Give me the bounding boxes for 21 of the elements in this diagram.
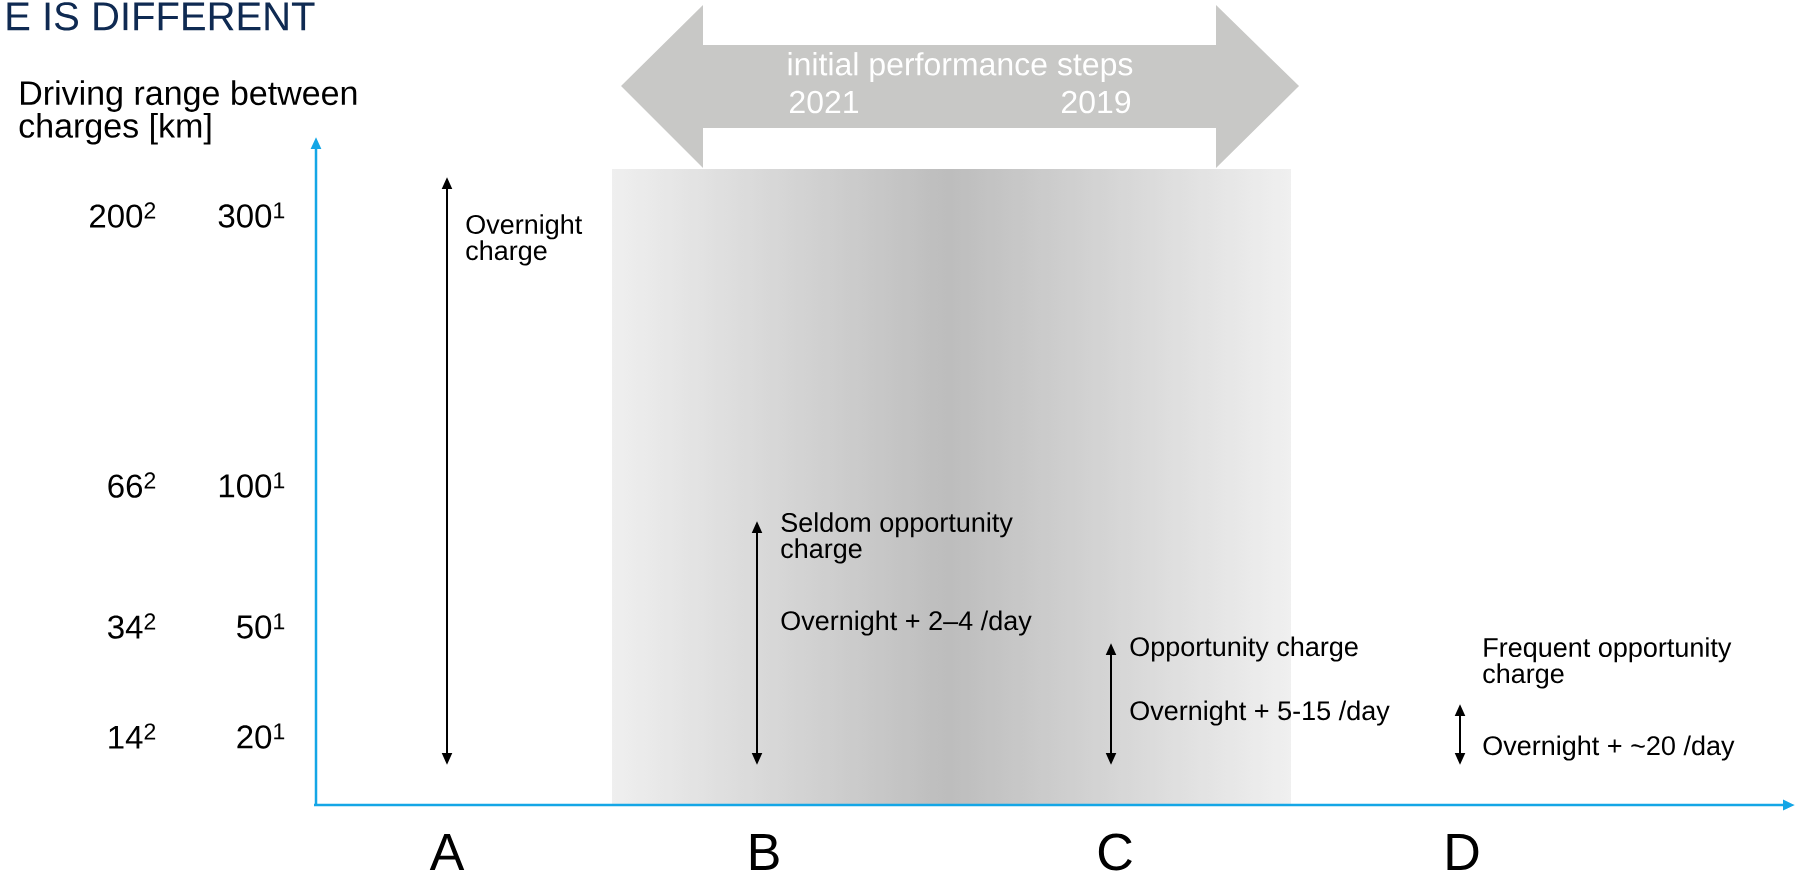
category-label: D [1447, 834, 1479, 870]
range-label: Opportunity charge [1130, 636, 1358, 662]
tick-label: 34$^{2}$ [108, 613, 156, 639]
tick-label: 100$^{1}$ [219, 472, 285, 498]
range-label: Overnight charge [466, 214, 583, 266]
axis-title: Driving range between charges [km] [19, 80, 357, 145]
range-label: Overnight + 5-15 /day [1130, 700, 1390, 726]
tick-label: 300$^{1}$ [218, 202, 285, 228]
title: E IS DIFFERENT [7, 2, 315, 31]
range-label: Seldom opportunity charge [781, 512, 1013, 564]
category-label: A [429, 834, 465, 870]
tick-label: 50$^{1}$ [237, 613, 285, 639]
range-label: Overnight + 2–4 /day [781, 610, 1032, 636]
category-label: B [750, 834, 779, 870]
range-label: Overnight + ~20 /day [1483, 735, 1735, 761]
category-label: C [1098, 833, 1132, 871]
range-label: Frequent opportunity charge [1483, 637, 1732, 689]
tick-label: 66$^{2}$ [108, 472, 156, 498]
tick-label: 20$^{1}$ [237, 723, 285, 749]
tick-label: 200$^{2}$ [90, 202, 156, 228]
tick-label: 14$^{2}$ [109, 723, 156, 749]
